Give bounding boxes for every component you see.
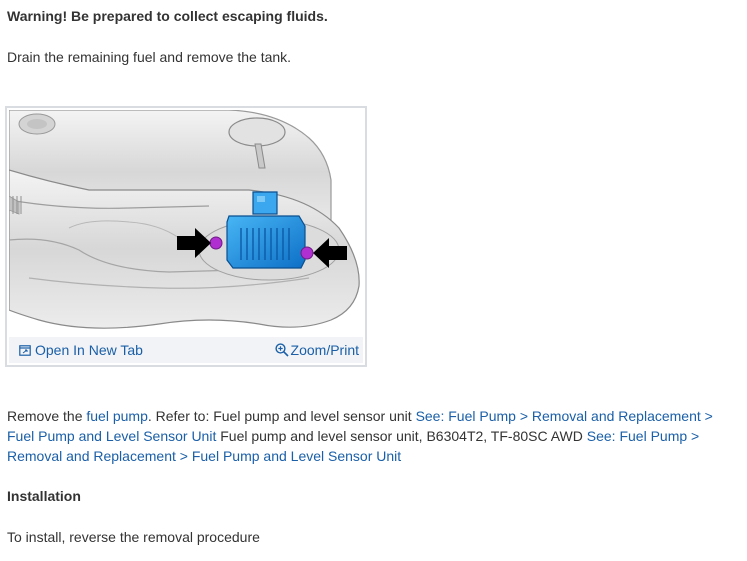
installation-heading: Installation (7, 488, 81, 504)
warning-text: Warning! Be prepared to collect escaping… (7, 8, 328, 24)
remove-fuel-pump-paragraph: Remove the fuel pump. Refer to: Fuel pum… (7, 406, 742, 466)
fuel-tank-illustration (9, 110, 363, 336)
fuel-tank-figure: Open In New Tab Zoom/Print (5, 106, 367, 367)
zoom-print-label: Zoom/Print (290, 342, 359, 358)
zoom-in-icon (274, 343, 289, 357)
drain-instruction: Drain the remaining fuel and remove the … (7, 49, 292, 65)
zoom-print-link[interactable]: Zoom/Print (274, 337, 359, 363)
fuel-pump-link[interactable]: fuel pump (86, 408, 148, 424)
see-fuel-pump-link-1[interactable]: See: Fuel Pump > Removal and Replacement… (7, 408, 713, 444)
variant-text: Fuel pump and level sensor unit, B6304T2… (216, 428, 587, 444)
open-in-new-tab-label: Open In New Tab (35, 342, 143, 358)
figure-toolbar: Open In New Tab Zoom/Print (9, 337, 363, 363)
installation-text: To install, reverse the removal procedur… (7, 529, 260, 545)
remove-prefix: Remove the (7, 408, 87, 424)
see-fuel-pump-link-2[interactable]: See: Fuel Pump > Removal and Replacement… (7, 428, 700, 464)
refer-text: . Refer to: Fuel pump and level sensor u… (147, 408, 416, 424)
open-in-new-tab-link[interactable]: Open In New Tab (19, 337, 143, 363)
open-new-tab-icon (19, 345, 31, 357)
